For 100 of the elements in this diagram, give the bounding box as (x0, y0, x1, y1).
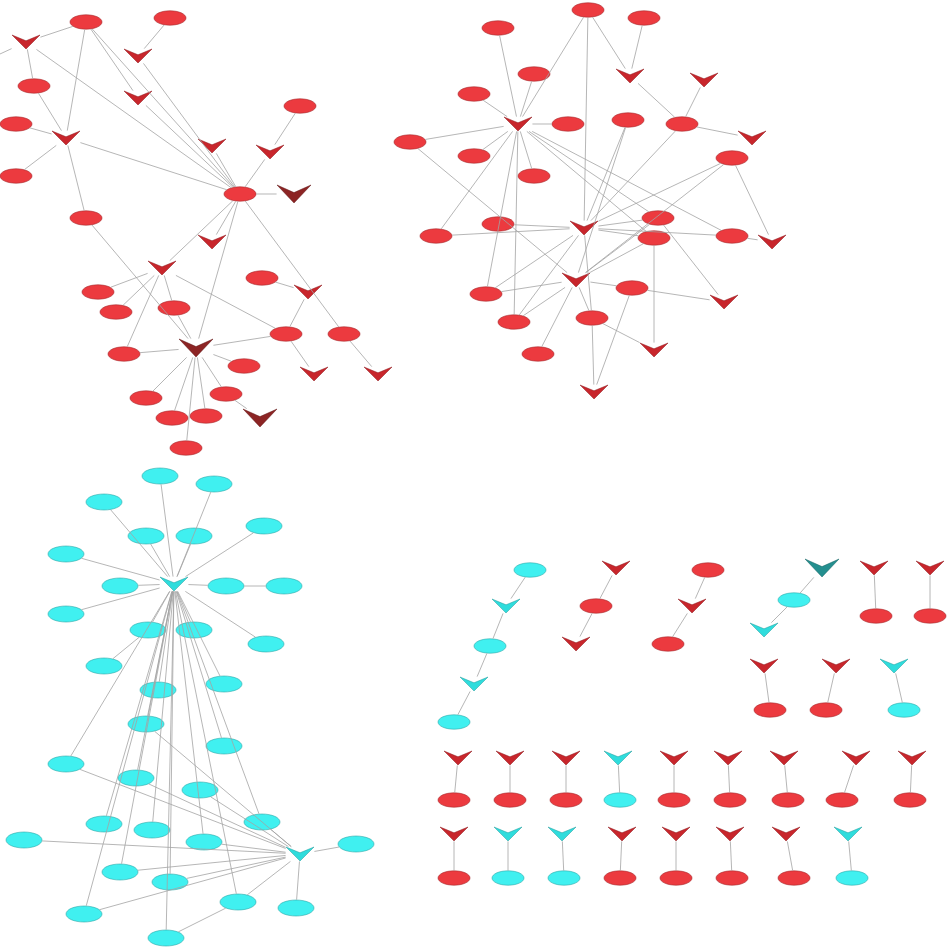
chevron-node (601, 560, 631, 576)
ellipse-node (169, 440, 203, 456)
link-line (177, 907, 227, 933)
link-line (81, 557, 160, 581)
link-line (67, 145, 85, 211)
link-line (844, 765, 854, 793)
ellipse-node (85, 657, 123, 675)
link-line (501, 281, 562, 292)
ellipse-node (809, 702, 843, 718)
ellipse-node (571, 2, 605, 18)
link-line (672, 613, 688, 638)
chevron-node (615, 68, 645, 84)
ellipse-node (521, 346, 555, 362)
link-line (637, 83, 676, 118)
link-line (848, 841, 852, 871)
link-line (296, 861, 300, 901)
ellipse-node (265, 577, 303, 595)
link-line (602, 323, 641, 343)
link-line (81, 587, 160, 611)
ellipse-node (245, 270, 279, 286)
link-line (589, 243, 644, 273)
chevron-node (841, 750, 871, 766)
ellipse-node (69, 210, 103, 226)
chevron-node (757, 234, 787, 250)
chevron-node (11, 34, 41, 50)
chevron-node (659, 750, 689, 766)
link-line (234, 399, 248, 409)
ellipse-node (207, 577, 245, 595)
link-line (510, 576, 526, 599)
link-line (152, 357, 187, 392)
ellipse-node (777, 870, 811, 886)
link-line (110, 509, 169, 577)
link-line (38, 92, 62, 131)
link-line (40, 26, 74, 38)
chevron-node (293, 284, 323, 300)
link-line (150, 543, 171, 577)
link-line (673, 765, 675, 793)
ellipse-node (189, 408, 223, 424)
chevron-node (178, 338, 214, 358)
ellipse-node (517, 168, 551, 184)
link-line (137, 855, 286, 871)
ellipse-node (219, 893, 257, 911)
link-line (244, 200, 340, 328)
link-line (647, 289, 710, 301)
link-line (275, 281, 294, 288)
link-line (585, 164, 725, 273)
link-line (139, 349, 179, 354)
ellipse-node (195, 475, 233, 493)
ellipse-node (69, 14, 103, 30)
link-line (175, 275, 276, 329)
link-line (531, 131, 722, 231)
link-line (590, 281, 617, 287)
ellipse-node (603, 792, 637, 808)
ellipse-node (753, 702, 787, 718)
ellipse-node (715, 228, 749, 244)
ellipse-node (473, 638, 507, 654)
link-line (176, 491, 212, 577)
link-line (929, 575, 931, 609)
ellipse-node (575, 310, 609, 326)
ellipse-node (893, 792, 927, 808)
ellipse-node (665, 116, 699, 132)
ellipse-node (205, 737, 243, 755)
ellipse-node (497, 314, 531, 330)
link-line (685, 87, 701, 118)
ellipse-node (129, 390, 163, 406)
chevron-node (159, 576, 189, 592)
ellipse-node (859, 608, 893, 624)
ellipse-node (129, 621, 167, 639)
chevron-node (749, 658, 779, 674)
chevron-node (51, 130, 81, 146)
ellipse-node (269, 326, 303, 342)
link-line (213, 336, 271, 346)
link-line (175, 591, 237, 895)
link-line (513, 131, 519, 315)
chevron-node (491, 598, 521, 614)
link-line (663, 224, 719, 295)
link-line (729, 841, 733, 871)
link-line (66, 29, 86, 131)
link-line (70, 591, 170, 757)
link-line (631, 25, 643, 69)
ellipse-node (517, 66, 551, 82)
chevron-node (439, 826, 469, 842)
link-line (143, 24, 165, 49)
ellipse-node (185, 833, 223, 851)
link-line (453, 841, 455, 871)
ellipse-node (715, 150, 749, 166)
chevron-node (123, 90, 153, 106)
link-line (518, 235, 579, 316)
chevron-node (561, 272, 591, 288)
chevron-node (715, 826, 745, 842)
ellipse-node (469, 286, 503, 302)
link-line (36, 49, 232, 189)
link-line (143, 63, 236, 188)
chevron-node (737, 130, 767, 146)
link-line (165, 591, 175, 931)
chevron-node (443, 750, 473, 766)
link-line (492, 613, 504, 640)
ellipse-node (713, 792, 747, 808)
ellipse-node (209, 386, 243, 402)
link-line (176, 591, 260, 815)
